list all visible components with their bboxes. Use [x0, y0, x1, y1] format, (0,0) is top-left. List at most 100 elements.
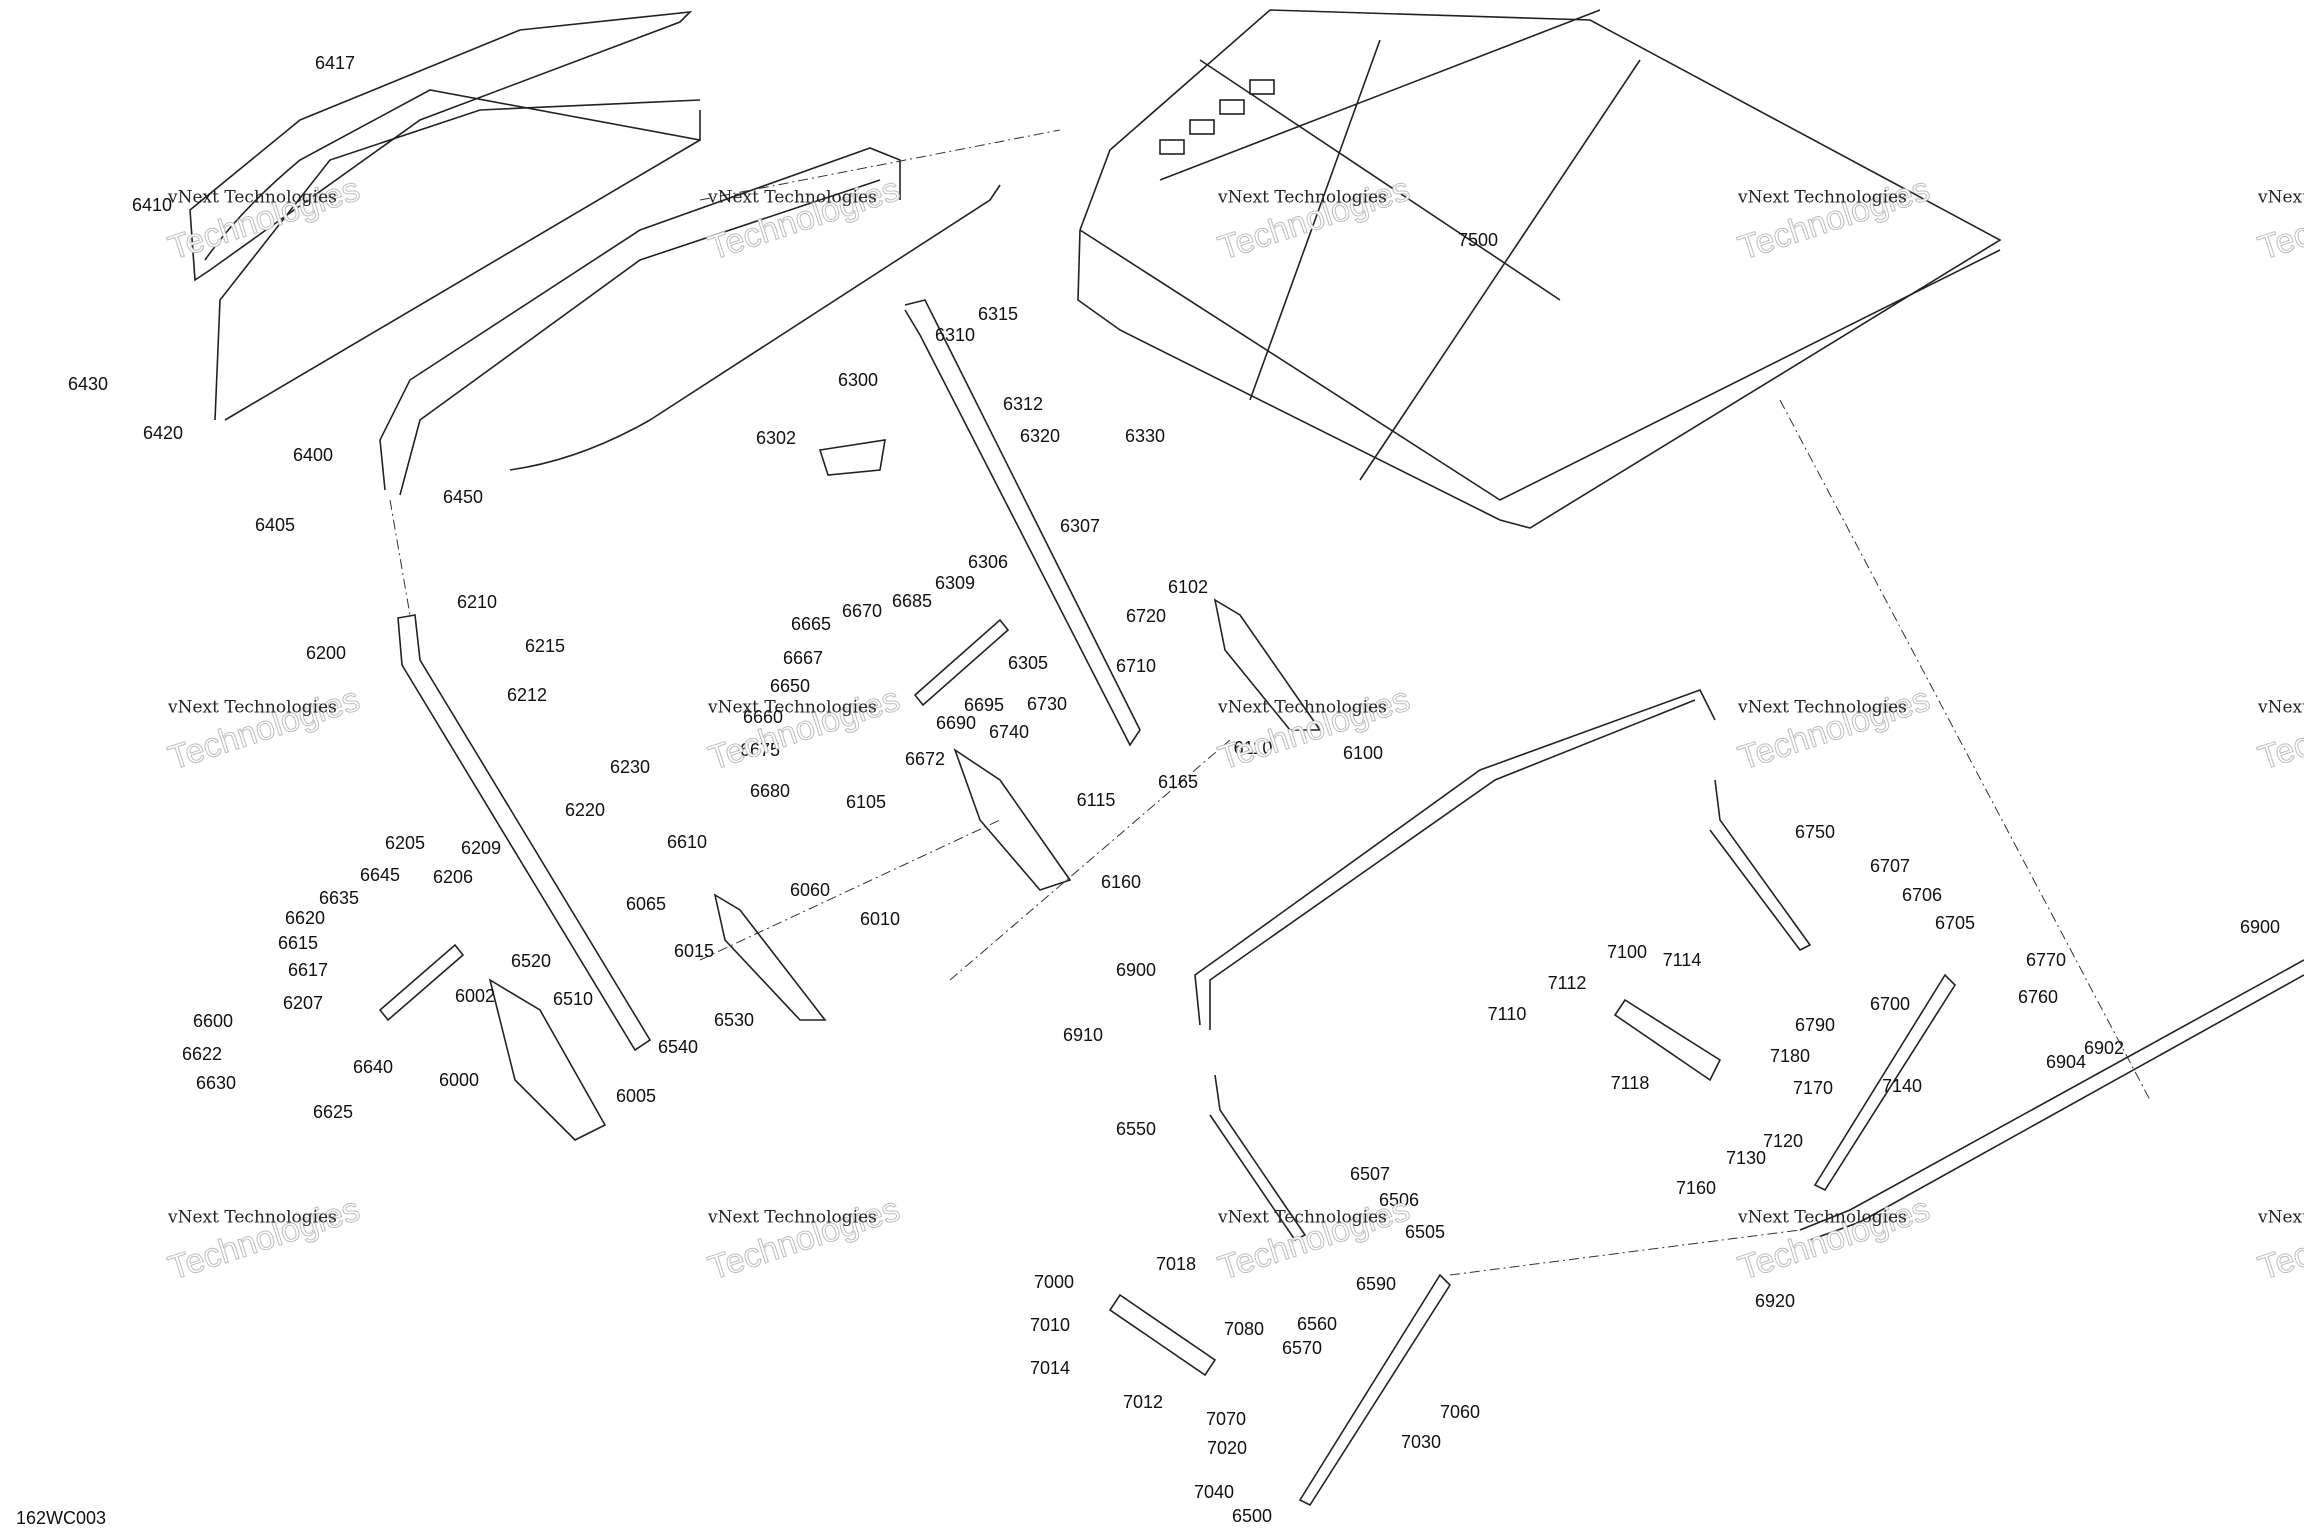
callout-label: 6645: [359, 865, 401, 885]
callout-label: 7114: [1662, 950, 1702, 970]
callout-label: 6100: [1342, 743, 1384, 763]
callout-label: 6420: [142, 423, 184, 443]
callout-label: 6590: [1355, 1274, 1397, 1294]
callout-label: 6510: [552, 989, 594, 1009]
callout-label: 6540: [657, 1037, 699, 1057]
callout-label: 7170: [1792, 1078, 1834, 1098]
callout-label: 6550: [1115, 1119, 1157, 1139]
callout-label: 6450: [442, 487, 484, 507]
callout-label: 6307: [1059, 516, 1101, 536]
callout-label: 6740: [988, 722, 1030, 742]
callout-label: 6615: [277, 933, 319, 953]
callout-label: 6215: [524, 636, 566, 656]
callout-label: 6309: [934, 573, 976, 593]
callout-label: 6667: [782, 648, 824, 668]
callout-label: 6430: [67, 374, 109, 394]
callout-label: 6110: [1233, 738, 1273, 758]
callout-label: 6920: [1754, 1291, 1796, 1311]
callout-label: 6065: [625, 894, 667, 914]
rod-6450: [509, 184, 1001, 471]
callout-label: 6665: [790, 614, 832, 634]
callout-label: 6005: [615, 1086, 657, 1106]
callout-label: 6060: [789, 880, 831, 900]
callout-label: 7012: [1122, 1392, 1164, 1412]
drawing-code: 162WC003: [16, 1508, 107, 1528]
callout-label: 6115: [1076, 790, 1116, 810]
callout-label: 6690: [935, 713, 977, 733]
callout-label: 6209: [460, 838, 502, 858]
handle-7000: [1108, 1293, 1217, 1377]
callout-label: 7020: [1206, 1438, 1248, 1458]
callout-label: 6617: [287, 960, 329, 980]
callout-label: 6630: [195, 1073, 237, 1093]
callout-label: 6410: [131, 195, 173, 215]
callout-label: 6706: [1901, 885, 1943, 905]
callout-label: 6675: [739, 740, 781, 760]
callout-label: 7010: [1029, 1315, 1071, 1335]
arch-6900: [1194, 689, 1716, 1030]
callout-label: 6620: [284, 908, 326, 928]
callout-label: 6205: [384, 833, 426, 853]
callout-label: 6622: [181, 1044, 223, 1064]
callout-label: 6790: [1794, 1015, 1836, 1035]
callout-label: 6220: [564, 800, 606, 820]
callout-label: 6165: [1157, 772, 1199, 792]
bar-6500: [1298, 1273, 1452, 1507]
callout-label: 6625: [312, 1102, 354, 1122]
bar-6205: [378, 943, 465, 1022]
callout-label: 6102: [1167, 577, 1209, 597]
callout-label: 6710: [1115, 656, 1157, 676]
callout-label: 6160: [1100, 872, 1142, 892]
callout-label: 6530: [713, 1010, 755, 1030]
handle-7100: [1613, 998, 1722, 1082]
callout-label: 6210: [456, 592, 498, 612]
callout-label: 7120: [1762, 1131, 1804, 1151]
bar-6550: [1209, 1074, 1307, 1242]
callout-label: 6680: [749, 781, 791, 801]
callout-label: 6700: [1869, 994, 1911, 1014]
callout-label: 6705: [1934, 913, 1976, 933]
bar-6700: [1813, 973, 1957, 1192]
callout-label: 7070: [1205, 1409, 1247, 1429]
callout-label: 7040: [1193, 1482, 1235, 1502]
callout-label: 6306: [967, 552, 1009, 572]
callout-label: 6105: [845, 792, 887, 812]
callout-label: 7110: [1487, 1004, 1527, 1024]
frame-6400: [379, 147, 901, 496]
callout-label: 6300: [837, 370, 879, 390]
callout-label: 7000: [1033, 1272, 1075, 1292]
callout-label: 6200: [305, 643, 347, 663]
callout-label: 6760: [2017, 987, 2059, 1007]
callout-label: 6015: [673, 941, 715, 961]
callout-label: 7130: [1725, 1148, 1767, 1168]
callout-label: 6640: [352, 1057, 394, 1077]
callout-label: 6904: [2045, 1052, 2087, 1072]
mirror-6060: [713, 893, 827, 1021]
callout-label: 7112: [1547, 973, 1587, 993]
callout-label: 6695: [963, 695, 1005, 715]
callout-label: 7018: [1155, 1254, 1197, 1274]
callout-label: 6507: [1349, 1164, 1391, 1184]
callout-label: 6902: [2083, 1038, 2125, 1058]
callout-label: 6750: [1794, 822, 1836, 842]
callout-label: 6660: [742, 707, 784, 727]
roof-panel-7500: [1077, 9, 2002, 529]
callout-label: 6310: [934, 325, 976, 345]
callout-label: 6002: [454, 986, 496, 1006]
callout-label: 6000: [438, 1070, 480, 1090]
callout-label: 6330: [1124, 426, 1166, 446]
bar-6305: [913, 618, 1010, 707]
callout-label: 6900: [2239, 917, 2281, 937]
callout-label: 6207: [282, 993, 324, 1013]
panel-6000: [488, 978, 607, 1141]
callout-label: 6302: [755, 428, 797, 448]
callout-label: 6560: [1296, 1314, 1338, 1334]
callout-label: 6650: [769, 676, 811, 696]
callout-label: 7014: [1029, 1358, 1071, 1378]
callout-label: 7030: [1400, 1432, 1442, 1452]
callout-label: 6672: [904, 749, 946, 769]
callout-label: 6500: [1231, 1506, 1273, 1526]
callout-label: 6770: [2025, 950, 2067, 970]
panel-6160: [953, 747, 1072, 891]
callout-label: 6520: [510, 951, 552, 971]
